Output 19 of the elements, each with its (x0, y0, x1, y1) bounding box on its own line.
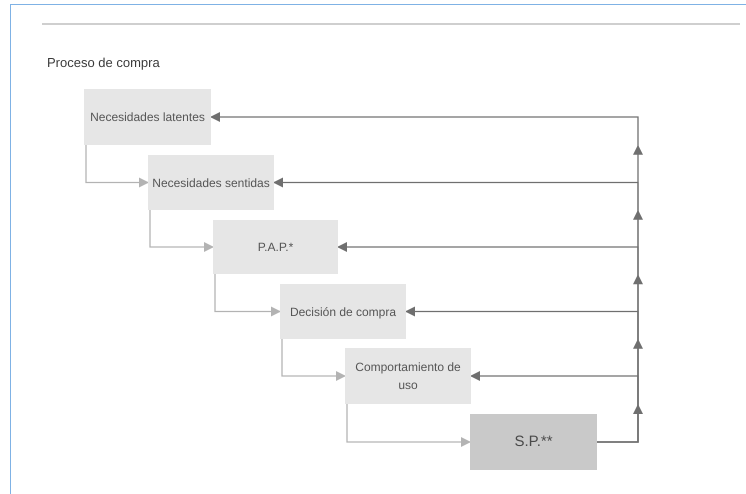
arrow (281, 339, 346, 381)
arrow (346, 404, 471, 447)
box-label: P.A.P.* (258, 239, 294, 256)
process-box (213, 220, 338, 274)
box-label: Comportamiento de uso (354, 359, 462, 394)
box-label: Decisión de compra (290, 304, 396, 320)
arrow (149, 210, 214, 252)
process-box (470, 414, 597, 470)
arrow (470, 371, 639, 443)
process-box (345, 348, 471, 404)
process-box (148, 155, 274, 210)
arrow (85, 145, 149, 188)
box-label: Necesidades sentidas (152, 174, 270, 192)
process-box (84, 89, 211, 145)
box-label: Necesidades latentes (90, 109, 205, 126)
arrow (214, 274, 281, 316)
diagram-title: Proceso de compra (47, 54, 160, 72)
process-box (280, 284, 406, 339)
box-label: S.P.** (514, 433, 553, 451)
